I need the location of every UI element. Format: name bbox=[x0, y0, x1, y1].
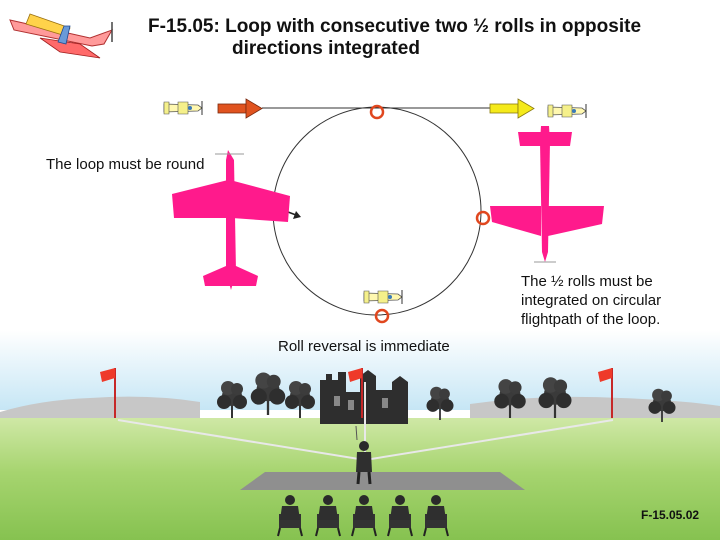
roll-marker-icon bbox=[475, 210, 491, 226]
logo-airplane-icon bbox=[9, 13, 114, 59]
entry-airplane-icon bbox=[163, 100, 203, 116]
roll-marker-icon bbox=[374, 308, 390, 324]
pilot-icon bbox=[355, 425, 372, 485]
figure-title-line2: directions integrated bbox=[232, 38, 420, 59]
runway bbox=[240, 472, 525, 490]
roll-reversal-note: Roll reversal is immediate bbox=[278, 338, 450, 355]
flag-icon bbox=[348, 368, 363, 418]
half-rolls-note-line: flightpath of the loop. bbox=[521, 311, 661, 328]
hill-left bbox=[0, 396, 200, 425]
bottom-airplane-icon bbox=[363, 289, 403, 305]
figure-title-line1: F-15.05: Loop with consecutive two ½ rol… bbox=[148, 16, 642, 37]
loop-round-note: The loop must be round bbox=[46, 156, 205, 173]
exit-arrow-icon bbox=[489, 98, 535, 119]
flag-icon bbox=[100, 368, 116, 418]
half-rolls-note-line: The ½ rolls must be bbox=[521, 273, 653, 290]
half-rolls-note-line: integrated on circular bbox=[521, 292, 662, 309]
figure-code-label: F-15.05.02 bbox=[641, 508, 700, 522]
exit-airplane-icon bbox=[547, 103, 587, 119]
flag-icon bbox=[598, 368, 613, 418]
entry-arrow-icon bbox=[217, 98, 263, 119]
half-rolls-note: The ½ rolls must be integrated on circul… bbox=[521, 272, 661, 329]
pink-airplane-left-icon bbox=[172, 150, 290, 290]
loop-circle bbox=[272, 106, 482, 316]
roll-marker-icon bbox=[369, 104, 385, 120]
pink-airplane-right-icon bbox=[490, 126, 604, 263]
